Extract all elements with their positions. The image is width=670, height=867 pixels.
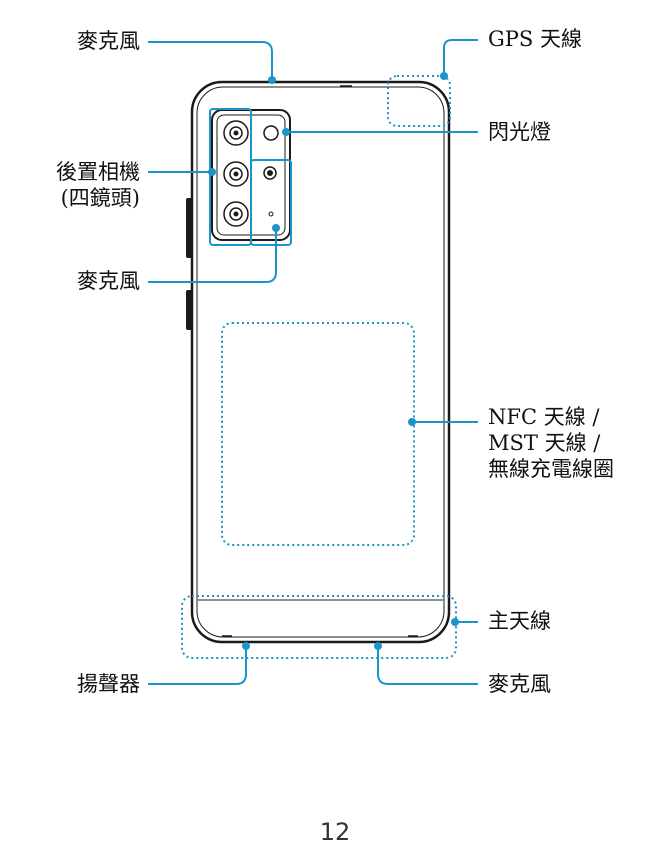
label-gps-antenna: GPS 天線	[488, 27, 582, 51]
label-flash: 閃光燈	[488, 120, 551, 144]
label-nfc-line1: NFC 天線 /	[488, 405, 600, 429]
label-mic-camera: 麥克風	[77, 269, 140, 293]
label-speaker: 揚聲器	[77, 672, 140, 696]
label-mic-bottom: 麥克風	[488, 672, 551, 696]
page-number: 12	[319, 818, 351, 846]
label-nfc-line3: 無線充電線圈	[488, 457, 614, 481]
callout-dots	[208, 72, 459, 650]
callout-lines	[148, 39, 478, 685]
label-nfc: NFC 天線 / MST 天線 / 無線充電線圈	[488, 404, 614, 482]
side-buttons	[186, 198, 193, 330]
nfc-region	[221, 322, 415, 546]
camera-lens	[223, 120, 249, 146]
camera-lens	[223, 201, 249, 227]
phone-body	[190, 80, 451, 644]
dotted-regions	[181, 75, 457, 659]
label-rear-camera-line2: (四鏡頭)	[60, 186, 140, 210]
camera-lens	[223, 161, 249, 187]
mic-hole	[268, 211, 274, 217]
label-mic-top: 麥克風	[77, 29, 140, 53]
camera-callout-frame2	[250, 159, 292, 246]
label-rear-camera: 後置相機 (四鏡頭)	[56, 159, 140, 211]
label-main-antenna: 主天線	[488, 609, 551, 633]
camera-lens	[263, 166, 277, 180]
label-rear-camera-line1: 後置相機	[56, 160, 140, 184]
main-antenna-region	[181, 595, 457, 659]
flash-unit	[263, 125, 279, 141]
gps-antenna-region	[387, 75, 451, 127]
label-nfc-line2: MST 天線 /	[488, 431, 601, 455]
